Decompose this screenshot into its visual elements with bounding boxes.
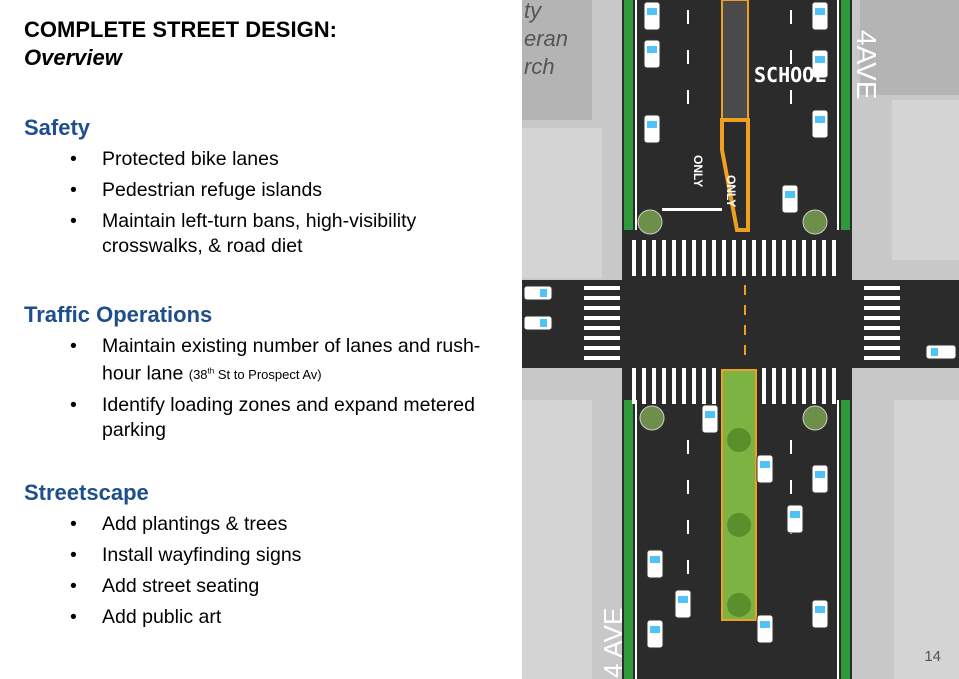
page-number: 14	[924, 648, 941, 665]
cross-street-roadway	[522, 280, 959, 368]
list-item-note: (38th St to Prospect Av)	[188, 367, 322, 383]
section-streetscape: Streetscape Add plantings & trees Instal…	[24, 480, 482, 636]
crosswalk-south	[632, 368, 836, 404]
bike-lane	[841, 400, 850, 679]
street-label: 4 AVE	[598, 608, 628, 678]
building-label: eran	[524, 26, 568, 51]
building	[860, 0, 959, 95]
title-sub: Overview	[24, 45, 122, 70]
tree-planters	[637, 209, 828, 431]
section-traffic-operations: Traffic Operations Maintain existing num…	[24, 302, 482, 449]
crosswalk-north	[632, 240, 836, 276]
building	[522, 128, 602, 278]
section-heading: Streetscape	[24, 480, 149, 505]
lane-marking-text: ONLY	[724, 175, 738, 207]
lane-marking-text: ONLY	[691, 155, 705, 187]
lane-markings	[662, 10, 792, 574]
list-item: Maintain existing number of lanes and ru…	[24, 334, 482, 387]
median-island	[721, 0, 749, 121]
school-marking: SCHOOL	[754, 63, 826, 87]
bullet-list: Maintain existing number of lanes and ru…	[24, 334, 482, 443]
slide-title: COMPLETE STREET DESIGN: Overview	[24, 16, 337, 72]
text-panel: COMPLETE STREET DESIGN: Overview Safety …	[0, 0, 522, 679]
planted-median	[721, 369, 757, 621]
section-heading: Safety	[24, 115, 91, 140]
list-item: Add street seating	[24, 574, 482, 599]
crosswalk-west	[584, 286, 620, 360]
bike-lane	[624, 400, 633, 679]
building	[522, 400, 592, 679]
list-item: Pedestrian refuge islands	[24, 178, 482, 203]
list-item: Add plantings & trees	[24, 512, 482, 537]
list-item: Install wayfinding signs	[24, 543, 482, 568]
crosswalk-east	[864, 286, 900, 360]
building-label: ty	[524, 0, 543, 23]
list-item: Protected bike lanes	[24, 147, 482, 172]
intersection-illustration: ty eran rch	[522, 0, 959, 679]
list-item: Identify loading zones and expand metere…	[24, 393, 482, 443]
median-hatch	[720, 118, 750, 232]
street-label: 4AVE	[851, 30, 882, 100]
section-safety: Safety Protected bike lanes Pedestrian r…	[24, 115, 482, 265]
parked-cars	[523, 1, 957, 649]
list-item: Maintain left-turn bans, high-visibility…	[24, 209, 482, 259]
building	[522, 0, 592, 120]
list-item: Add public art	[24, 605, 482, 630]
bike-lane	[624, 0, 633, 230]
street-design-map: ty eran rch	[522, 0, 959, 679]
building-label: rch	[524, 54, 555, 79]
building	[892, 100, 959, 260]
bullet-list: Add plantings & trees Install wayfinding…	[24, 512, 482, 630]
title-main: COMPLETE STREET DESIGN:	[24, 17, 337, 42]
bullet-list: Protected bike lanes Pedestrian refuge i…	[24, 147, 482, 259]
list-item-text: Maintain existing number of lanes and ru…	[102, 335, 481, 385]
bike-lane	[841, 0, 850, 230]
building	[894, 400, 959, 679]
section-heading: Traffic Operations	[24, 302, 213, 327]
